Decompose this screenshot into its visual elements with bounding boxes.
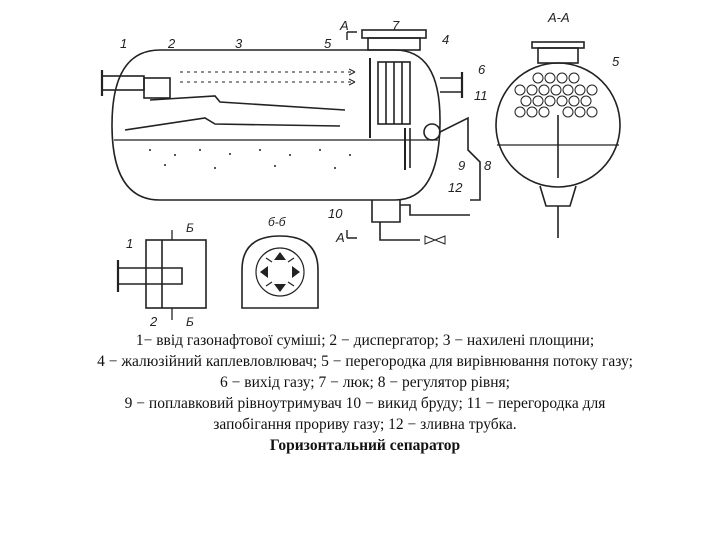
section-bb-title: б-б	[268, 215, 287, 229]
aa-sump	[539, 185, 577, 207]
aa-tube-bundle	[514, 72, 598, 118]
liquid-dots	[149, 149, 351, 169]
label-12: 12	[448, 180, 463, 195]
separator-drawing: 1 2 3 5 7 4 6 11 9 8 12 10 A A А-А 5 1 2…	[100, 10, 621, 329]
label-11: 11	[474, 88, 488, 103]
caption-line-1: 1− ввід газонафтової суміші; 2 − дисперг…	[135, 332, 595, 349]
label-1: 1	[120, 36, 127, 51]
gas-flow-arrows	[180, 68, 356, 86]
side-body	[145, 239, 207, 309]
inlet-pipe	[101, 75, 145, 91]
section-b-top: Б	[186, 221, 194, 235]
side-label-1: 1	[126, 236, 133, 251]
section-bb	[241, 235, 319, 309]
label-8: 8	[484, 158, 492, 173]
level-regulator	[439, 116, 481, 201]
label-5: 5	[324, 36, 332, 51]
section-b-bottom: Б	[186, 315, 194, 329]
label-4: 4	[442, 32, 449, 47]
caption: 1− ввід газонафтової суміші; 2 − дисперг…	[95, 330, 635, 456]
label-6: 6	[478, 62, 486, 77]
label-3: 3	[235, 36, 243, 51]
disperser	[143, 77, 171, 99]
caption-title: Горизонтальний сепаратор	[269, 437, 461, 454]
caption-line-2: 4 − жалюзійний каплевловлювач; 5 − перег…	[97, 353, 633, 391]
caption-line-3: 9 − поплавковий рівноутримувач 10 − вики…	[124, 395, 606, 433]
label-9: 9	[458, 158, 465, 173]
vessel-main-view	[100, 29, 481, 245]
inclined-plane-upper	[149, 95, 346, 111]
section-a-bottom: A	[335, 230, 345, 245]
inclined-plane-lower	[124, 117, 341, 131]
label-10: 10	[328, 206, 343, 221]
float-level-holder	[423, 123, 441, 141]
side-view	[116, 230, 207, 320]
side-label-2: 2	[149, 314, 158, 329]
label-7: 7	[392, 18, 400, 33]
mud-outlet	[371, 200, 401, 223]
cross-section-aa	[495, 41, 621, 238]
manhole	[367, 37, 421, 51]
aa-label-5: 5	[612, 54, 620, 69]
gas-outlet	[440, 77, 462, 93]
section-aa-title: А-А	[547, 10, 570, 25]
section-a-top: A	[339, 18, 349, 33]
label-2: 2	[167, 36, 176, 51]
